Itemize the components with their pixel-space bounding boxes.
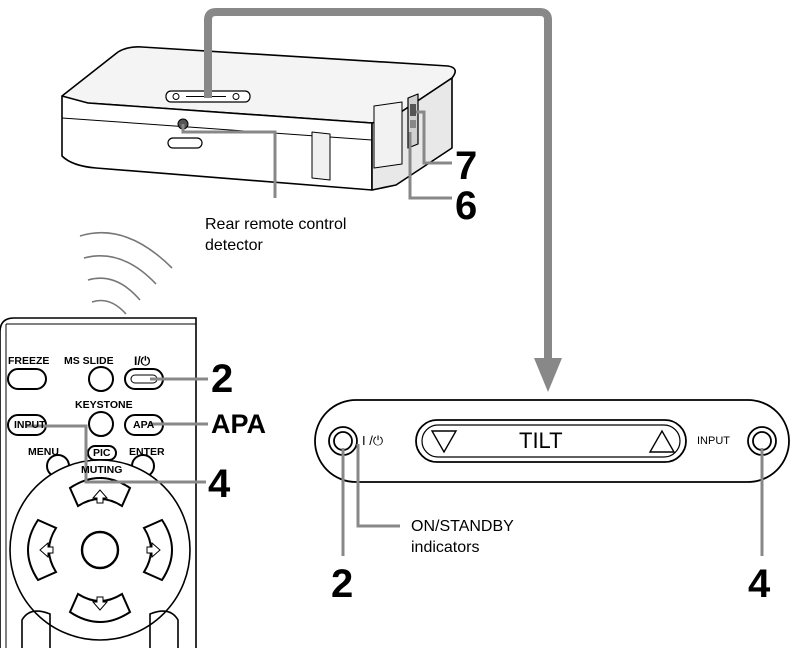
callout-remote-apa: APA	[211, 409, 267, 439]
keystone-button-label: KEYSTONE	[75, 399, 133, 411]
enter-button-label: ENTER	[129, 446, 165, 458]
projector	[61, 46, 456, 191]
leader-lines-remote	[26, 377, 208, 484]
leader-lines-projector	[181, 110, 452, 200]
rear-detector-label-line1: Rear remote control	[205, 216, 347, 233]
standby-label-line1: ON/STANDBY	[411, 518, 514, 535]
rear-detector-label-line2: detector	[205, 237, 263, 254]
pic-button-label: PIC	[93, 447, 111, 459]
standby-label-line2: indicators	[411, 539, 480, 556]
control-panel	[314, 399, 790, 483]
power-button-label: I/⏻	[134, 354, 151, 368]
apa-button-label: APA	[133, 419, 155, 431]
callout-remote-power: 2	[211, 357, 234, 401]
menu-button-label: MENU	[28, 446, 59, 458]
callout-6: 6	[455, 184, 478, 228]
callout-remote-input: 4	[208, 462, 231, 506]
input-button-label: INPUT	[14, 419, 46, 431]
panel-tilt-label: TILT	[519, 428, 563, 453]
panel-input-label: INPUT	[697, 435, 730, 447]
connection-arrow	[204, 8, 562, 392]
signal-waves	[79, 232, 173, 315]
panel-power-label: I /⏻	[362, 433, 384, 448]
muting-button-label: MUTING	[81, 464, 123, 476]
callout-panel-input: 4	[748, 562, 771, 606]
callout-panel-power: 2	[331, 562, 354, 606]
freeze-button-label: FREEZE	[8, 355, 50, 367]
leader-lines-panel	[341, 444, 764, 556]
ms-slide-button-label: MS SLIDE	[64, 355, 114, 367]
callout-7: 7	[455, 144, 478, 188]
